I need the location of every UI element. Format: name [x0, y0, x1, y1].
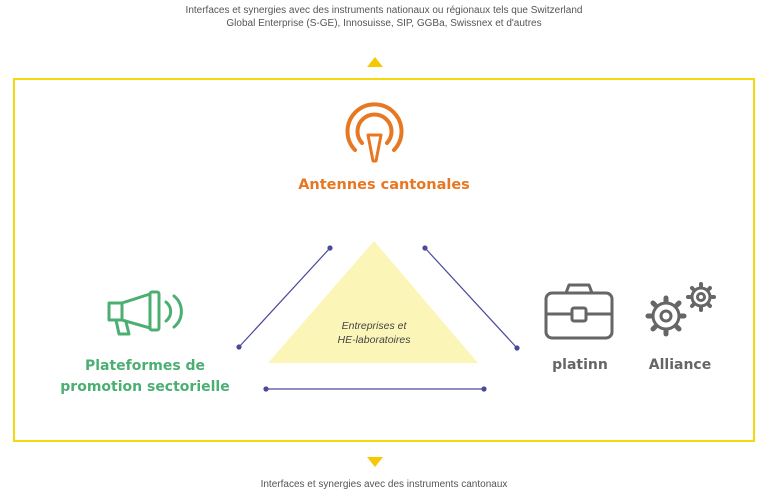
top-note: Interfaces et synergies avec des instrum…	[185, 5, 583, 29]
center-triangle	[268, 241, 478, 363]
gears-icon	[645, 282, 716, 337]
plateformes-line2: promotion sectorielle	[60, 379, 230, 395]
center-label: Entreprises et HE-laboratoires	[304, 319, 444, 347]
plateformes-label: Plateformes de promotion sectorielle	[50, 356, 240, 398]
bottom-note: Interfaces et synergies avec des instrum…	[260, 479, 508, 490]
alliance-label: Alliance	[648, 357, 712, 373]
connector-lines	[236, 245, 520, 392]
center-line1: Entreprises et	[341, 320, 407, 332]
plateformes-line1: Plateformes de	[84, 358, 206, 374]
connector-right	[424, 247, 518, 349]
center-line2: HE-laboratoires	[337, 334, 411, 346]
platinn-label: platinn	[552, 357, 608, 373]
connector-left	[238, 247, 331, 348]
antenna-broadcast-icon	[345, 102, 404, 163]
arrow-up-icon	[367, 57, 383, 67]
megaphone-icon	[107, 290, 183, 336]
antennes-cantonales-label: Antennes cantonales	[298, 177, 470, 193]
arrow-down-icon	[367, 457, 383, 467]
briefcase-icon	[544, 283, 614, 340]
diagram-frame	[13, 78, 755, 442]
